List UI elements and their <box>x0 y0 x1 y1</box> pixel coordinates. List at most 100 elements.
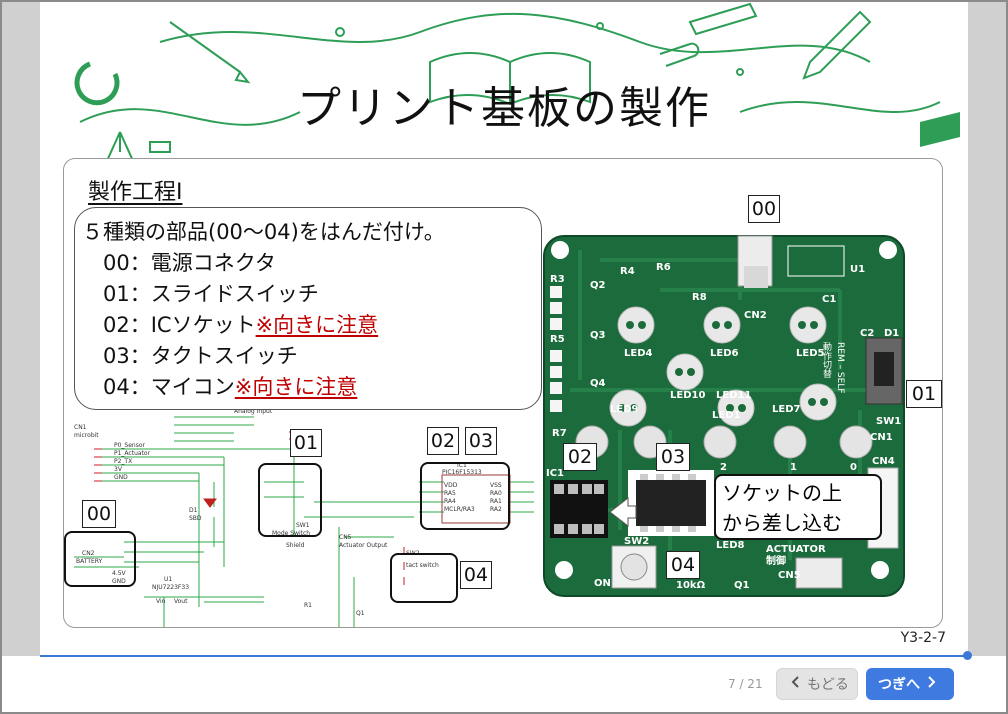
prev-button[interactable]: もどる <box>776 668 858 700</box>
pcb-led1: LED1 <box>712 410 741 421</box>
schematic-tag-01: 01 <box>290 429 322 457</box>
chevron-left-icon <box>791 676 801 692</box>
bubble-text-4: 03：タクトスイッチ <box>82 344 298 368</box>
sch-analog: Analog Input <box>234 408 273 415</box>
pcb-n2: 2 <box>720 462 727 473</box>
board-tag-04: 04 <box>666 551 700 579</box>
sch-cn5: CN5 <box>339 534 352 541</box>
board-tag-02: 02 <box>563 443 597 471</box>
pcb-q4: Q4 <box>590 378 606 389</box>
section-heading: 製作工程Ⅰ <box>88 180 183 205</box>
pcb-n1: 1 <box>790 462 797 473</box>
next-button-label: つぎへ <box>878 677 920 693</box>
sch-p2: P2_TX <box>114 458 132 465</box>
decorative-background-icon <box>74 2 960 583</box>
sch-45v: 4.5V <box>112 570 127 577</box>
insert-instruction-callout: ソケットの上 から差し込む <box>714 474 882 540</box>
bubble-line-1: 00：電源コネクタ <box>82 247 276 277</box>
schematic-highlight-01 <box>258 463 322 537</box>
sch-vdd: VDD <box>444 482 458 489</box>
pcb-r7: R7 <box>552 428 567 439</box>
bubble-text-2: 01：スライドスイッチ <box>82 282 319 306</box>
sch-q1: Q1 <box>356 610 365 617</box>
pcb-r5: R5 <box>550 334 565 345</box>
schematic-tag-02: 02 <box>427 427 459 455</box>
pcb-10k: 10kΩ <box>676 580 706 591</box>
pcb-actuator: ACTUATOR <box>766 544 826 555</box>
schematic-tag-00: 00 <box>82 500 116 528</box>
sch-cn1: CN1 <box>74 424 87 431</box>
schematic-tag-04: 04 <box>460 561 492 589</box>
sch-mclr: MCLR/RA3 <box>444 506 475 513</box>
pcb-cn1: CN1 <box>870 432 893 443</box>
pcb-n0: 0 <box>850 462 857 473</box>
pcb-led4: LED4 <box>624 348 653 359</box>
bubble-text-3: 02：ICソケット <box>82 313 256 337</box>
sch-cn5-sub: Actuator Output <box>339 542 388 549</box>
slide-title: プリント基板の製作 <box>297 83 711 134</box>
pcb-cn5: CN5 <box>778 570 801 581</box>
pcb-seigyo: 制御 <box>766 554 786 567</box>
pcb-r3: R3 <box>550 274 565 285</box>
sch-shield: Shield <box>286 542 305 549</box>
sch-ra1: RA1 <box>490 498 502 505</box>
pcb-led6: LED6 <box>710 348 739 359</box>
bubble-text-1: 00：電源コネクタ <box>82 251 276 275</box>
schematic-highlight-00 <box>64 531 136 587</box>
pcb-q1: Q1 <box>734 580 750 591</box>
pcb-sw2: SW2 <box>624 536 649 547</box>
sch-ra0: RA0 <box>490 490 502 497</box>
pcb-board: R3 R4 R5 R6 R7 R8 Q2 Q3 Q4 Q1 U1 CN2 C1 … <box>543 235 905 597</box>
sch-r1: R1 <box>304 602 312 609</box>
pcb-r6: R6 <box>656 262 671 273</box>
progress-fill <box>40 655 968 657</box>
pcb-cn4: CN4 <box>872 456 895 467</box>
sch-sw2-sub: tact switch <box>406 562 439 569</box>
bubble-line-2: 01：スライドスイッチ <box>82 278 319 308</box>
sch-ra2: RA2 <box>490 506 502 513</box>
pcb-led9: LED9 <box>610 404 639 415</box>
bubble-text-5: 04：マイコン <box>82 375 235 399</box>
pcb-led8: LED8 <box>716 540 745 551</box>
pcb-ic1: IC1 <box>546 468 564 479</box>
pcb-c2: C2 <box>860 328 874 339</box>
pcb-led10: LED10 <box>670 390 705 401</box>
pcb-led5: LED5 <box>796 348 825 359</box>
sch-cn1-sub: microbit <box>74 432 99 439</box>
sch-ic1: IC1 <box>457 462 467 469</box>
chevron-right-icon <box>926 676 936 692</box>
bubble-line-4: 03：タクトスイッチ <box>82 340 298 370</box>
sch-ra4: RA4 <box>444 498 456 505</box>
callout-text: ソケットの上 から差し込む <box>722 481 842 535</box>
sch-3v: 3V <box>114 466 123 473</box>
sch-u1-sub: NJU7223F33 <box>152 584 189 591</box>
schematic-highlight-02-03 <box>420 462 510 530</box>
sch-vin: Vin <box>156 598 166 605</box>
sch-sw1-sub: Mode Switch <box>272 530 310 537</box>
instruction-bubble <box>74 207 542 410</box>
pcb-cn2: CN2 <box>744 310 767 321</box>
pcb-u1: U1 <box>850 264 865 275</box>
sch-cn2-sub: BATTERY <box>76 558 103 565</box>
board-tag-01: 01 <box>906 380 942 408</box>
next-button[interactable]: つぎへ <box>866 668 954 700</box>
pcb-q3: Q3 <box>590 330 606 341</box>
schematic-highlight-04 <box>390 553 458 603</box>
warning-text-socket: ※向きに注意 <box>255 313 379 337</box>
sch-ra5: RA5 <box>444 490 456 497</box>
bubble-line-5: 04：マイコン※向きに注意 <box>82 371 357 401</box>
sch-gnd2: GND <box>112 578 126 585</box>
pcb-d1: D1 <box>884 328 899 339</box>
bubble-line-3: 02：ICソケット※向きに注意 <box>82 309 378 339</box>
sch-d1: D1 <box>189 507 198 514</box>
bubble-text-0: ５種類の部品(00～04)をはんだ付け。 <box>82 220 445 244</box>
sch-gnd: GND <box>114 474 128 481</box>
prev-button-label: もどる <box>807 677 849 693</box>
progress-handle[interactable] <box>963 651 972 660</box>
pcb-rem-self: REM – SELF <box>835 342 845 394</box>
bubble-line-0: ５種類の部品(00～04)をはんだ付け。 <box>82 216 445 246</box>
sch-sbd: SBD <box>189 515 202 522</box>
pcb-r4: R4 <box>620 266 635 277</box>
pcb-c1: C1 <box>822 294 836 305</box>
